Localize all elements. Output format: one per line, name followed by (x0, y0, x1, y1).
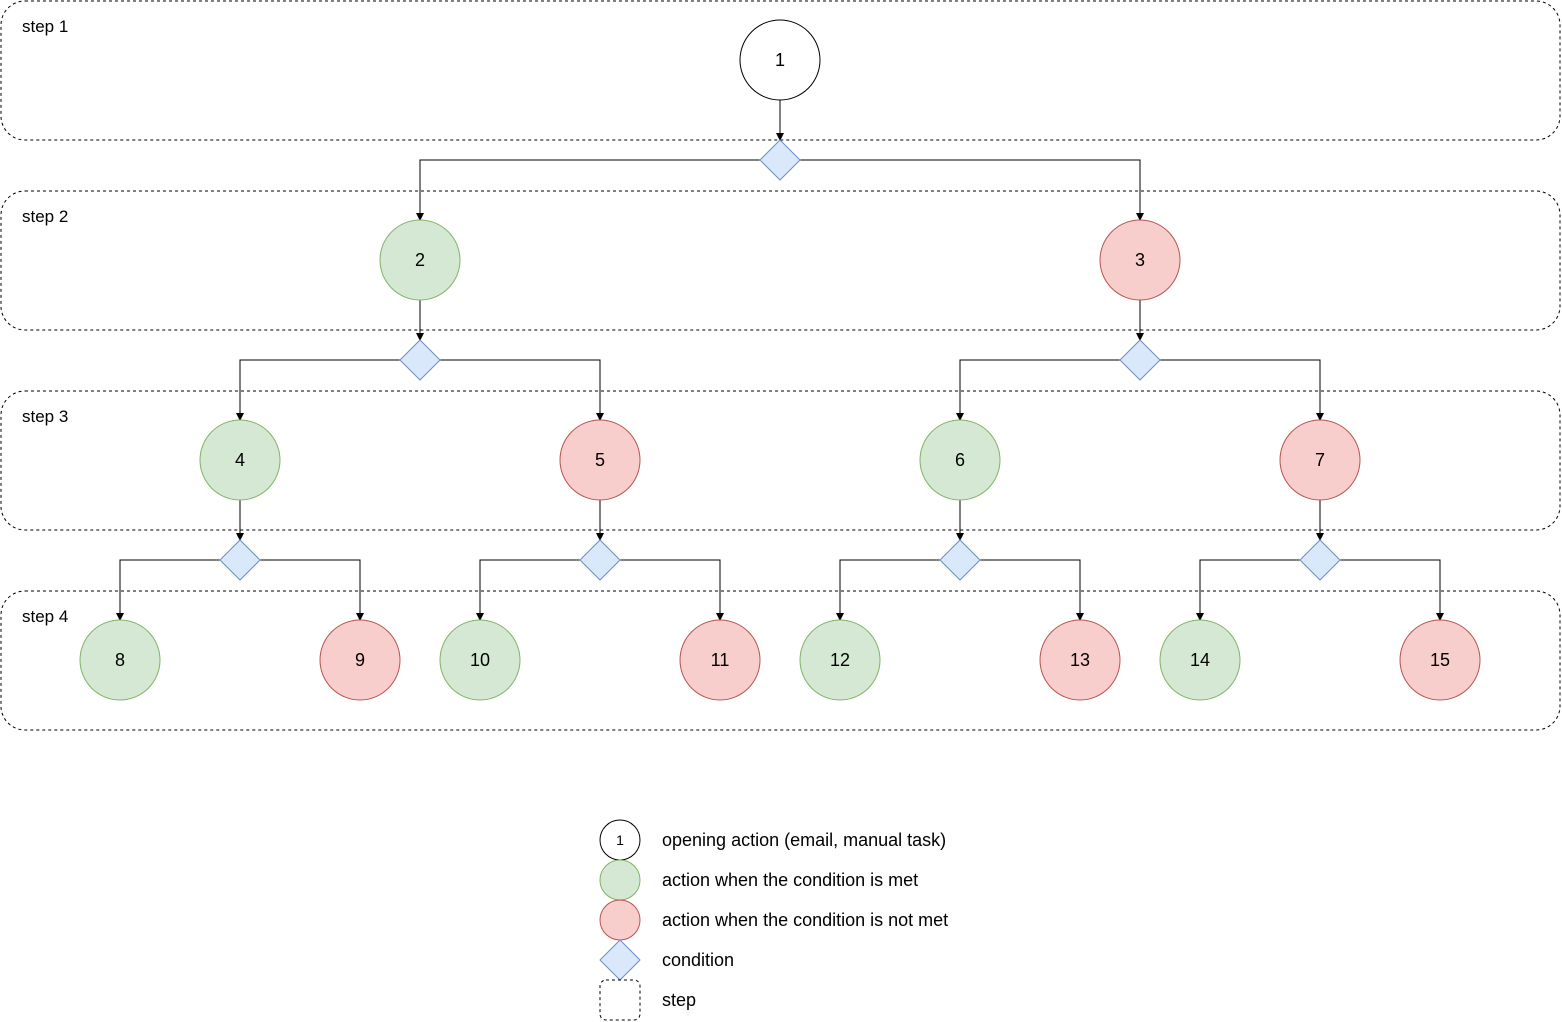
action-node-label: 12 (830, 650, 850, 670)
connector-c1-n3 (800, 159, 1144, 221)
connector-c3-n6 (956, 359, 1120, 421)
action-node-3 (1099, 219, 1181, 301)
step-label: step 4 (22, 607, 68, 626)
action-node-15 (1399, 619, 1481, 701)
connector-c4-n9 (260, 559, 364, 621)
legend-item-met: action when the condition is met (599, 859, 918, 901)
step-lane-2: step 2 (0, 190, 1561, 331)
condition-diamond-c4 (219, 539, 261, 581)
condition-diamond-c2 (399, 339, 441, 381)
legend-item-not-met: action when the condition is not met (599, 899, 948, 941)
action-node-label: 14 (1190, 650, 1210, 670)
legend-item-opening: 1 opening action (email, manual task) (599, 819, 946, 861)
action-node-2 (379, 219, 461, 301)
connector-c6-n13 (980, 559, 1084, 621)
action-node-label: 8 (115, 650, 125, 670)
action-node-label: 10 (470, 650, 490, 670)
action-node-4 (199, 419, 281, 501)
action-node-9 (319, 619, 401, 701)
step-label: step 2 (22, 207, 68, 226)
met-action-symbol (599, 859, 641, 901)
step-symbol (599, 979, 641, 1021)
legend-item-condition: condition (599, 939, 734, 981)
action-node-13 (1039, 619, 1121, 701)
condition-diamond-c6 (939, 539, 981, 581)
action-node-label: 5 (595, 450, 605, 470)
action-node-label: 3 (1135, 250, 1145, 270)
step-box (0, 590, 1561, 731)
action-node-label: 11 (711, 650, 730, 670)
step-label: step 3 (22, 407, 68, 426)
step-lane-3: step 3 (0, 390, 1561, 531)
condition-diamond-c1 (759, 139, 801, 181)
action-node-11 (679, 619, 761, 701)
action-node-6 (919, 419, 1001, 501)
connector-c1-n2 (416, 159, 760, 221)
connector-c5-n11 (620, 559, 724, 621)
action-node-8 (79, 619, 161, 701)
legend-label: condition (662, 950, 734, 970)
action-node-label: 9 (355, 650, 365, 670)
legend-label: step (662, 990, 696, 1010)
connector-c7-n15 (1340, 559, 1444, 621)
connector-c6-n12 (836, 559, 940, 621)
action-node-1 (739, 19, 821, 101)
step-box (0, 390, 1561, 531)
action-node-12 (799, 619, 881, 701)
action-node-10 (439, 619, 521, 701)
condition-symbol (599, 939, 641, 981)
action-node-label: 4 (235, 450, 245, 470)
not-met-action-symbol (599, 899, 641, 941)
legend-label: action when the condition is met (662, 870, 918, 890)
action-node-label: 6 (955, 450, 965, 470)
legend-label: opening action (email, manual task) (662, 830, 946, 850)
step-label: step 1 (22, 17, 68, 36)
action-node-label: 2 (415, 250, 425, 270)
legend-label: action when the condition is not met (662, 910, 948, 930)
condition-diamond-c7 (1299, 539, 1341, 581)
action-node-label: 15 (1430, 650, 1450, 670)
connector-c4-n8 (116, 559, 220, 621)
connectors (116, 100, 1444, 621)
condition-diamond-c3 (1119, 339, 1161, 381)
step-lane-4: step 4 (0, 590, 1561, 731)
legend: 1 opening action (email, manual task) ac… (599, 819, 948, 1021)
action-node-label: 13 (1070, 650, 1090, 670)
action-node-5 (559, 419, 641, 501)
connector-c5-n10 (476, 559, 580, 621)
legend-item-step: step (599, 979, 696, 1021)
legend-symbol-label: 1 (616, 832, 624, 848)
connector-c7-n14 (1196, 559, 1300, 621)
connector-c3-n7 (1160, 359, 1324, 421)
connector-c2-n4 (236, 359, 400, 421)
conditions (219, 139, 1341, 581)
condition-diamond-c5 (579, 539, 621, 581)
action-node-label: 1 (775, 50, 785, 70)
action-node-7 (1279, 419, 1361, 501)
step-box (0, 190, 1561, 331)
action-node-label: 7 (1315, 450, 1325, 470)
connector-c2-n5 (440, 359, 604, 421)
action-node-14 (1159, 619, 1241, 701)
